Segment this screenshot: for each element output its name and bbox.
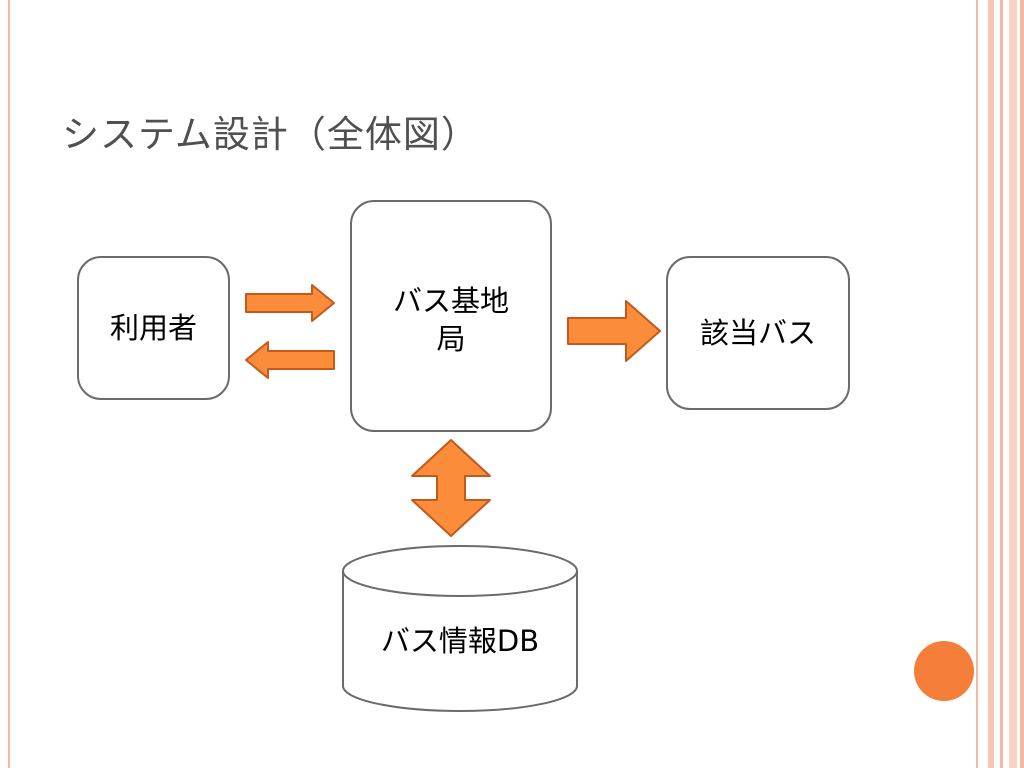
arrow-base-to-bus — [567, 300, 661, 362]
node-target-bus-label: 該当バス — [699, 316, 816, 350]
arrow-user-to-base — [245, 284, 335, 322]
node-user: 利用者 — [77, 256, 230, 400]
node-bus-info-db-label: バス情報DB — [380, 624, 540, 658]
slide-title: システム設計（全体図） — [62, 113, 479, 156]
node-bus-base-station-label: バス基地局 — [392, 284, 509, 356]
right-border-stripes — [976, 0, 1024, 768]
database-cylinder — [342, 545, 578, 712]
left-border-line — [8, 0, 10, 768]
arrow-base-db-bidirectional — [411, 439, 491, 537]
node-user-label: 利用者 — [109, 311, 197, 345]
node-bus-base-station: バス基地局 — [350, 200, 552, 432]
accent-dot — [914, 641, 974, 701]
arrow-base-to-user — [245, 341, 335, 379]
node-target-bus: 該当バス — [666, 256, 850, 410]
